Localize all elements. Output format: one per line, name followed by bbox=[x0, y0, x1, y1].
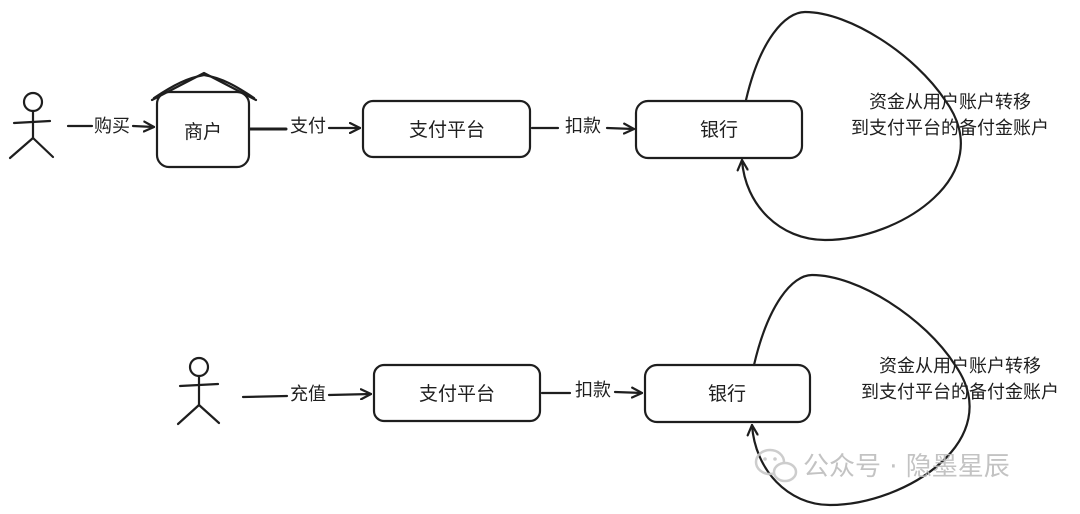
note-1: 资金从用户账户转移 到支付平台的备付金账户 bbox=[851, 92, 1049, 139]
note-1-line1: 资金从用户账户转移 bbox=[869, 92, 1031, 113]
edge-buy: 购买 bbox=[66, 116, 156, 137]
payment-platform-label-1: 支付平台 bbox=[409, 119, 485, 141]
edge-buy-label: 购买 bbox=[94, 116, 130, 137]
user-actor-2 bbox=[176, 356, 221, 426]
edge-pay: 支付 bbox=[248, 116, 362, 137]
edge-pay-label: 支付 bbox=[290, 116, 326, 137]
payment-platform-node-2: 支付平台 bbox=[372, 363, 542, 423]
bank-node-1: 银行 bbox=[634, 99, 804, 160]
edge-deduct-2: 扣款 bbox=[540, 380, 644, 401]
bank-label-1: 银行 bbox=[700, 119, 738, 141]
merchant-node: 商户 bbox=[150, 71, 258, 169]
edge-deduct-label-1: 扣款 bbox=[565, 116, 601, 137]
note-2-line2: 到支付平台的备付金账户 bbox=[861, 382, 1059, 403]
user-actor-1 bbox=[8, 91, 55, 160]
merchant-label: 商户 bbox=[184, 121, 222, 143]
self-loop-2 bbox=[752, 273, 971, 507]
note-2-line1: 资金从用户账户转移 bbox=[879, 356, 1041, 377]
edge-deduct-label-2: 扣款 bbox=[575, 380, 611, 401]
edge-deduct-1: 扣款 bbox=[530, 116, 636, 137]
note-1-line2: 到支付平台的备付金账户 bbox=[851, 118, 1049, 139]
bank-node-2: 银行 bbox=[643, 363, 812, 424]
payment-platform-label-2: 支付平台 bbox=[419, 383, 495, 405]
payment-platform-node-1: 支付平台 bbox=[361, 99, 532, 159]
wechat-icon bbox=[754, 448, 798, 483]
note-2: 资金从用户账户转移 到支付平台的备付金账户 bbox=[861, 356, 1059, 403]
watermark: 公众号 · 隐墨星辰 bbox=[754, 448, 1010, 483]
self-loop-1 bbox=[742, 10, 962, 242]
bank-label-2: 银行 bbox=[708, 383, 746, 405]
watermark-text: 公众号 · 隐墨星辰 bbox=[803, 452, 1010, 482]
edge-recharge-label: 充值 bbox=[290, 384, 326, 405]
edge-recharge: 充值 bbox=[241, 384, 373, 405]
